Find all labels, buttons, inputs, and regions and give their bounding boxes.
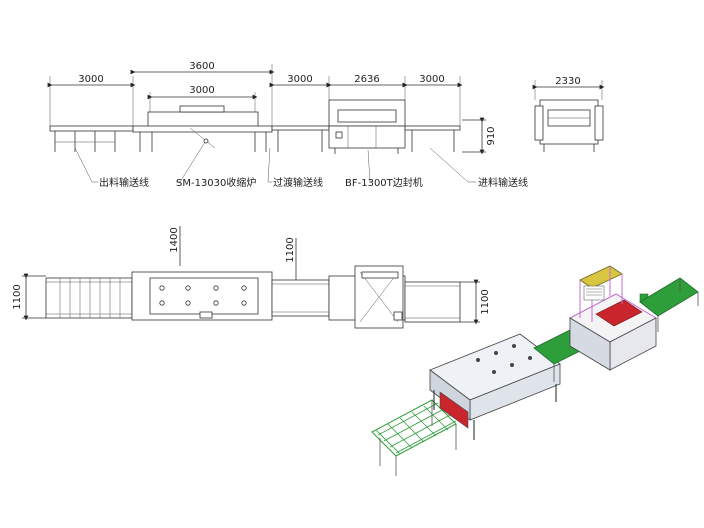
- side-sealer: [328, 99, 406, 154]
- side-view: 3000 3600 3000 2636 3000 3000 2330 910: [47, 61, 605, 189]
- side-outfeed-conveyor: [49, 125, 134, 152]
- dim-top-infeed-width: 1100: [480, 289, 491, 314]
- iso-outfeed-conveyor: [371, 399, 457, 476]
- dim-transition-length: 3000: [287, 74, 312, 85]
- side-view-extension-lines: [49, 64, 603, 126]
- side-infeed-conveyor: [404, 125, 461, 152]
- dim-infeed-length: 3000: [419, 74, 444, 85]
- dim-top-tunnel-width: 1400: [169, 227, 180, 252]
- side-transition-conveyor: [271, 125, 330, 152]
- label-sealer: BF-1300T边封机: [345, 176, 423, 189]
- dim-end-view-width: 2330: [555, 76, 580, 87]
- iso-shrink-tunnel: [429, 333, 561, 440]
- label-transition: 过渡输送线: [273, 176, 323, 189]
- label-infeed: 进料输送线: [478, 176, 528, 189]
- side-shrink-tunnel: [132, 105, 273, 152]
- dim-tunnel-inner: 3000: [189, 85, 214, 96]
- top-view-dimension-lines: [22, 226, 480, 325]
- side-view-dimension-lines: [47, 69, 605, 155]
- dim-tunnel-length: 3600: [189, 61, 214, 72]
- side-view-leaders: [74, 141, 476, 183]
- top-transition-conveyor: [271, 279, 330, 317]
- dim-top-left-width: 1100: [12, 284, 23, 309]
- dim-top-transition-width: 1100: [285, 237, 296, 262]
- end-view-sealer: [534, 99, 604, 152]
- top-view: 1100 1400 1100 1100: [12, 226, 491, 329]
- top-outfeed-conveyor: [45, 277, 133, 319]
- label-shrink-tunnel: SM-13030收缩炉: [176, 176, 256, 189]
- dim-height: 910: [486, 126, 497, 145]
- label-outfeed: 出料输送线: [99, 176, 149, 189]
- dim-outfeed-length: 3000: [78, 74, 103, 85]
- top-shrink-tunnel: [131, 271, 273, 321]
- top-sealer: [328, 265, 406, 329]
- iso-infeed-conveyor: [639, 277, 699, 332]
- dim-sealer-length: 2636: [354, 74, 379, 85]
- isometric-view: [371, 265, 699, 476]
- iso-sealer: [568, 265, 658, 371]
- top-infeed-conveyor: [404, 281, 461, 323]
